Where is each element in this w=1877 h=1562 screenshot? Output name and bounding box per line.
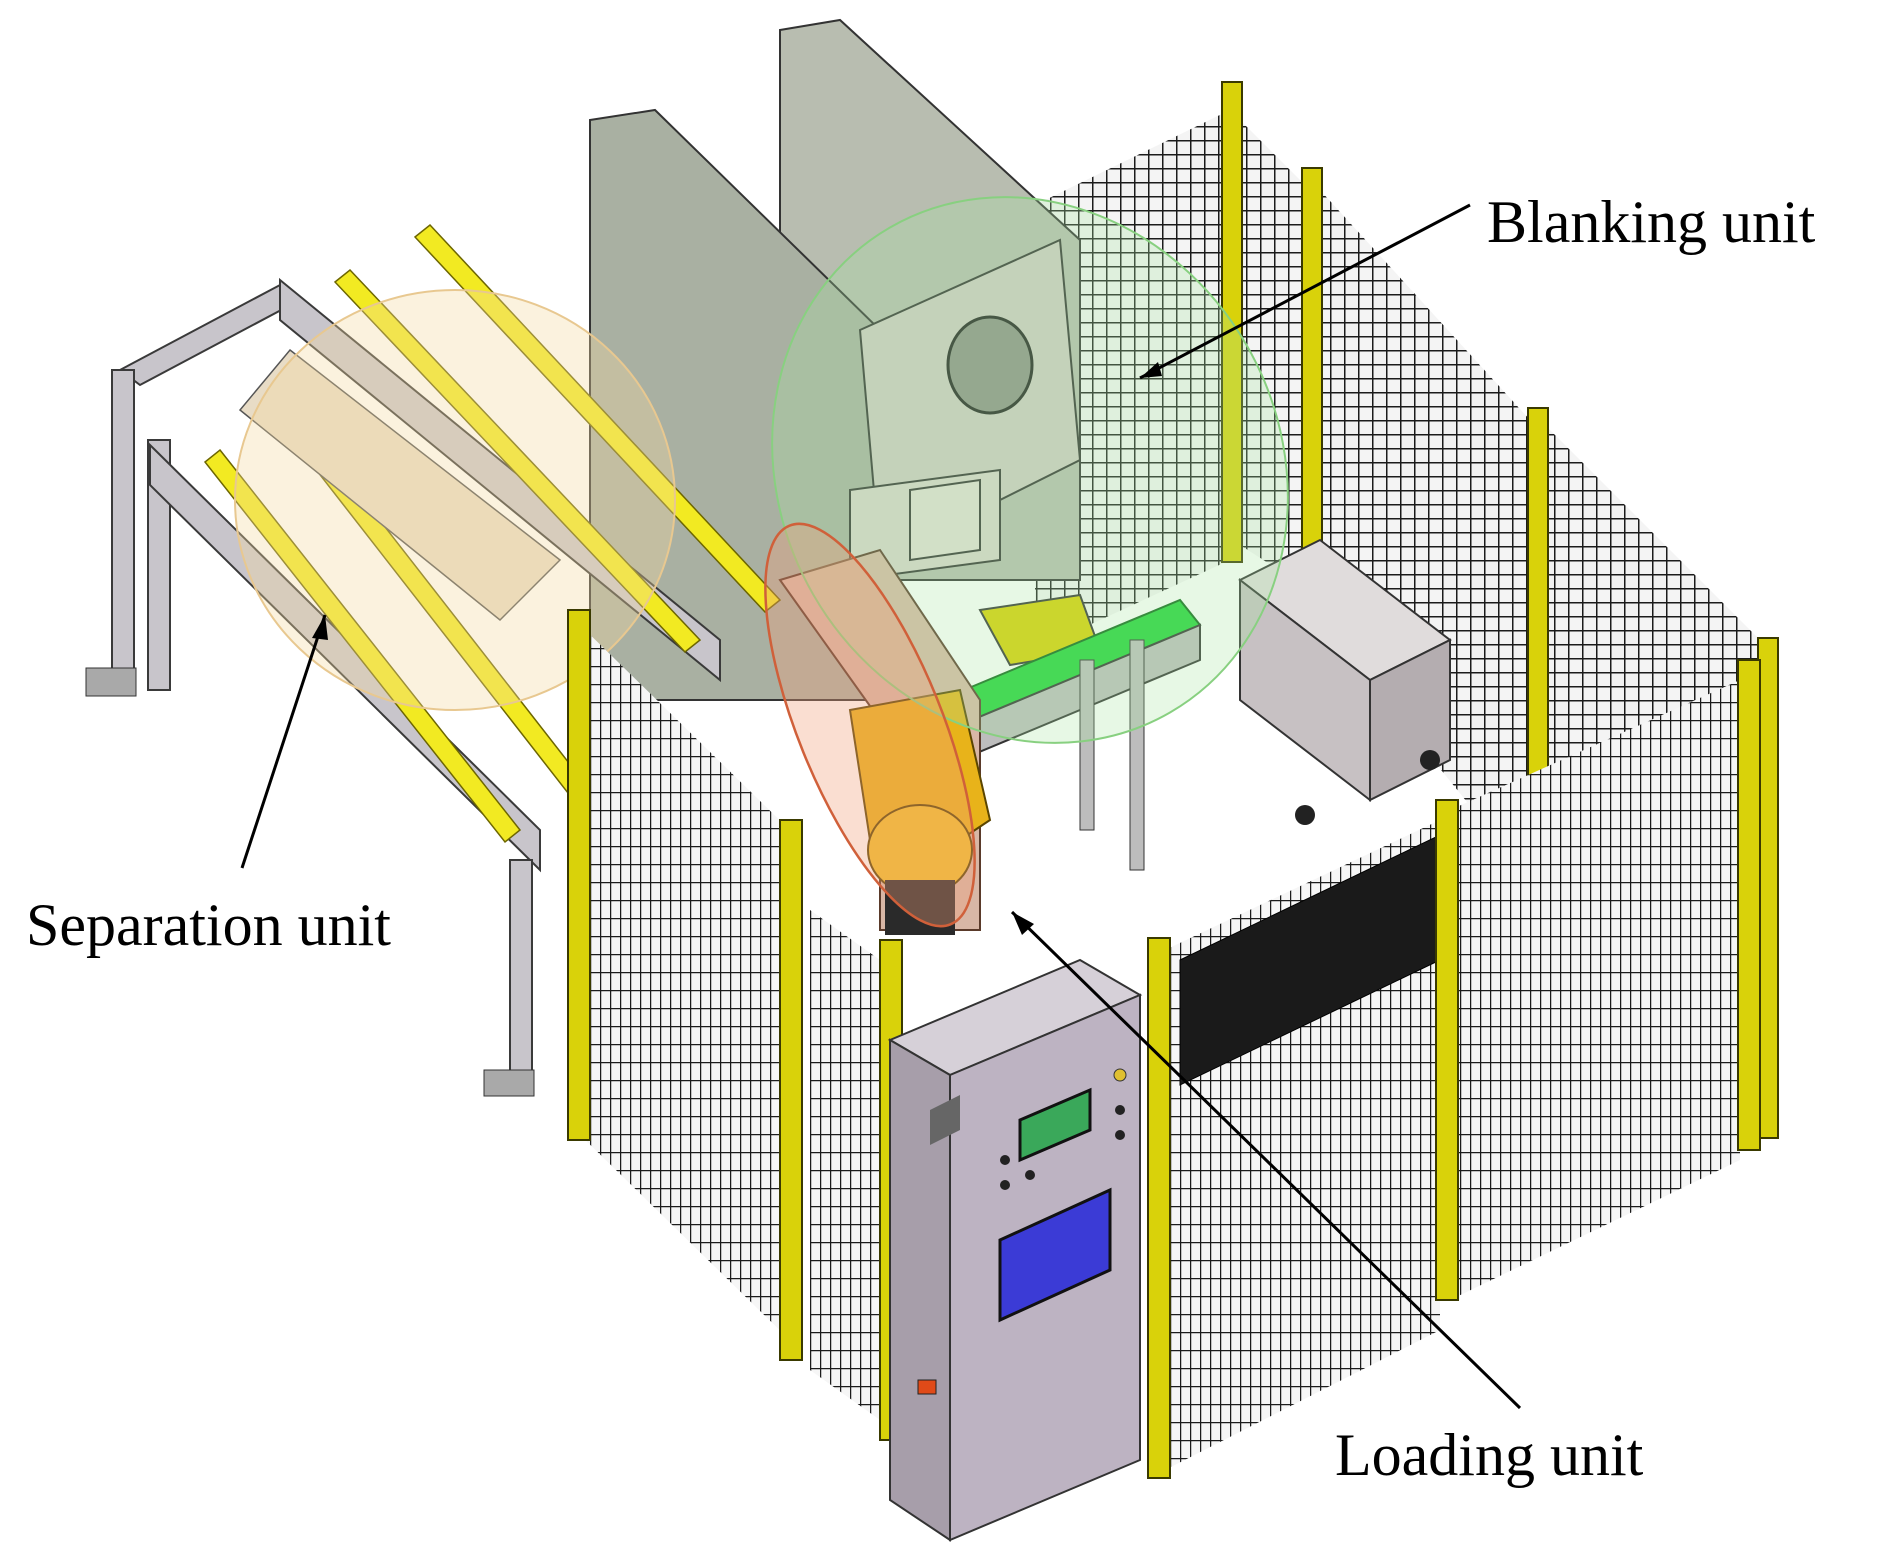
indicator-light-icon [1113, 1068, 1127, 1082]
indicator-light-icon [1115, 1105, 1125, 1115]
rack-foot [483, 1069, 535, 1097]
rack-leg [147, 439, 171, 691]
arrowhead-separation [312, 615, 328, 640]
leader-separation [240, 614, 327, 869]
label-loading-unit: Loading unit [1335, 1422, 1644, 1488]
fence-panel-corner [1240, 120, 1310, 590]
emergency-stop-icon [917, 1379, 937, 1395]
highlight-separation [234, 289, 676, 711]
rack-tray [238, 348, 562, 622]
arrowhead-blanking [1140, 362, 1162, 378]
bin-caster [1295, 805, 1315, 825]
loading-robot [778, 548, 992, 935]
front-fence [567, 609, 1761, 1479]
conveyor-leg [1129, 639, 1145, 871]
leader-blanking [1139, 203, 1471, 380]
indicator-light-icon [1115, 1130, 1125, 1140]
rack-yellow-rail [413, 223, 782, 614]
arrowhead-loading [1012, 912, 1034, 935]
status-display [1018, 1087, 1092, 1163]
hmi-screen [998, 1187, 1112, 1323]
callout-leaders [240, 203, 1522, 1410]
label-blanking-unit: Blanking unit [1487, 189, 1816, 255]
fence-panel-back-left [1035, 110, 1230, 650]
fence-post [567, 609, 591, 1141]
separation-rack [85, 223, 782, 1097]
fence-post [779, 819, 803, 1361]
fence-panel-front-mid [810, 910, 880, 1420]
fence-post [1435, 799, 1459, 1301]
fence-panel-back-right [1320, 190, 1530, 880]
fence-panel-front-far [1450, 680, 1740, 1300]
indicator-light-icon [1000, 1180, 1010, 1190]
fence-panel-front-left [575, 620, 800, 1350]
highlight-blanking [771, 196, 1289, 744]
label-separation-unit: Separation unit [26, 892, 391, 958]
fence-post [1147, 937, 1171, 1479]
output-bin [1238, 538, 1452, 825]
bin-caster [1420, 750, 1440, 770]
press-ram [909, 478, 981, 562]
conveyor-leg [1079, 659, 1095, 831]
fence-post [1737, 659, 1761, 1151]
indicator-light-icon [1000, 1155, 1010, 1165]
press-flywheel [946, 315, 1034, 415]
indicator-light-icon [1025, 1170, 1035, 1180]
blanking-press [589, 18, 1102, 701]
cabinet-vent [930, 1095, 960, 1145]
rack-yellow-rail [333, 268, 702, 654]
rack-foot [85, 667, 137, 697]
rack-yellow-rail [203, 448, 522, 844]
highlight-loading [764, 522, 976, 928]
leader-loading [1010, 910, 1522, 1410]
control-cabinet [887, 958, 1143, 1542]
rack-leg [509, 859, 533, 1081]
rack-leg [111, 369, 135, 681]
output-conveyor [938, 598, 1202, 871]
